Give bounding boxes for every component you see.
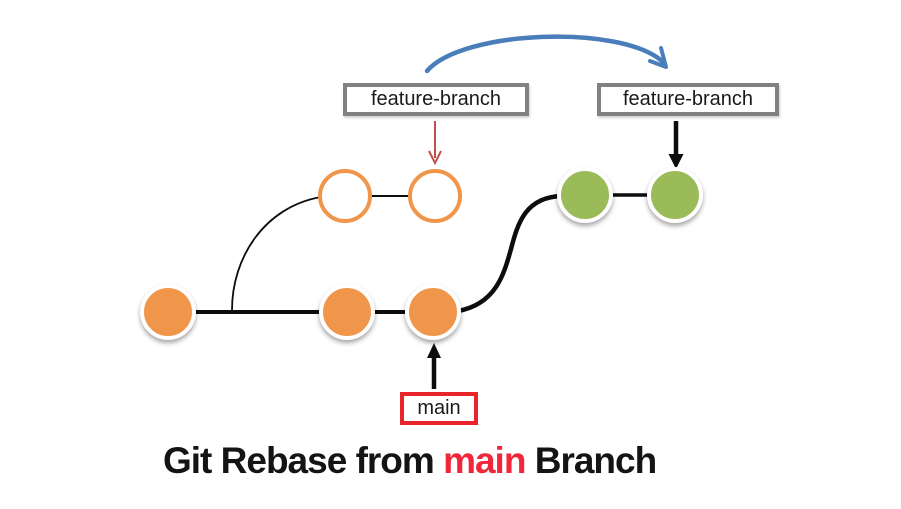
commit-main-2: [319, 284, 375, 340]
commit-feature-old-2: [408, 169, 462, 223]
main-branch-label-text: main: [417, 397, 461, 419]
title-suffix: Branch: [525, 440, 657, 481]
old-feature-pointer-arrowhead: [428, 150, 442, 166]
commit-main-1: [140, 284, 196, 340]
title-prefix: Git Rebase from: [163, 440, 444, 481]
diagram-title: Git Rebase from main Branch: [163, 440, 657, 482]
rebase-move-arrow: [424, 34, 666, 74]
old-feature-branch-label: feature-branch: [343, 83, 529, 116]
commit-feature-old-1: [318, 169, 372, 223]
commit-feature-new-2: [647, 167, 703, 223]
title-highlight: main: [443, 440, 526, 481]
rebase-curve: [455, 193, 565, 314]
branch-out-curve: [231, 196, 322, 311]
new-feature-branch-label: feature-branch: [597, 83, 779, 116]
commit-feature-new-1: [557, 167, 613, 223]
rebase-move-arrowhead: [648, 46, 668, 69]
main-branch-label: main: [400, 392, 478, 425]
new-feature-branch-label-text: feature-branch: [622, 88, 754, 110]
commit-main-3: [405, 284, 461, 340]
main-pointer-arrowhead: [427, 343, 441, 358]
old-feature-branch-label-text: feature-branch: [370, 88, 502, 110]
